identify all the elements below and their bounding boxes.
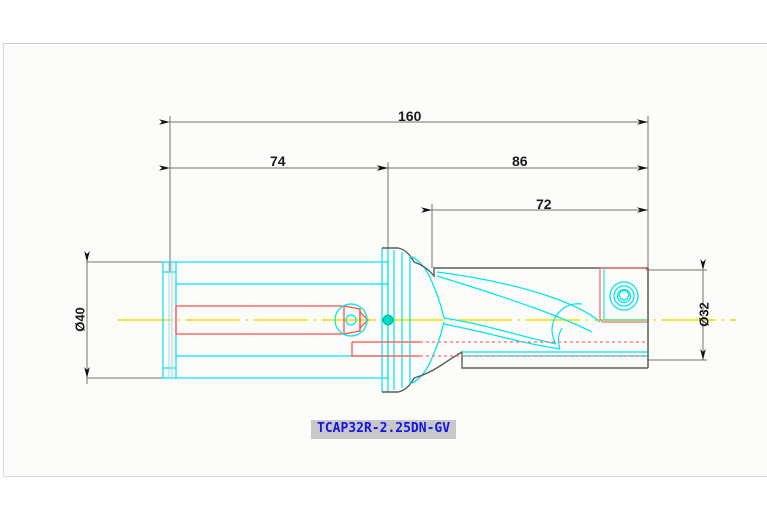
dimension-label-shank-diameter: Ø40 [72,307,88,332]
dimension-label-72: 72 [536,196,552,212]
coolant-port-circle [334,303,368,337]
extension-lines [86,116,649,384]
insert-seat-pocket [599,267,649,323]
dimension-lines [84,119,707,379]
torx-clamp-screw [609,281,639,311]
axis-origin-marker [382,314,394,326]
dimension-label-86: 86 [512,153,528,169]
dimension-label-cutting-diameter: Ø32 [696,302,712,327]
flange-profile-edge [382,247,415,393]
tapered-transition [409,255,445,385]
shank-profile-edge [168,263,173,377]
drawing-sheet [3,43,767,477]
dimension-label-160: 160 [398,108,422,124]
coolant-channel-entry [351,341,420,357]
insert-pocket-outline-cyan [603,268,648,321]
dimension-label-74: 74 [270,153,286,169]
part-number-label: TCAP32R-2.25DN-GV [311,420,457,439]
